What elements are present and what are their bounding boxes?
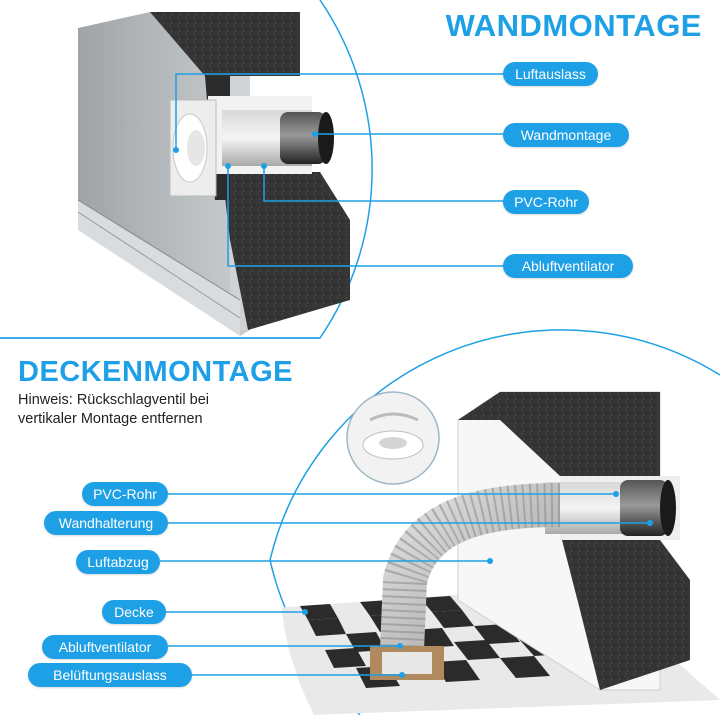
label-pvc-rohr-bottom: PVC-Rohr [82,482,168,506]
foam-lower [222,172,350,330]
wall-mount-scene [0,0,505,339]
hint-line-2: vertikaler Montage entfernen [18,411,203,427]
hint-text: Hinweis: Rückschlagventil bei vertikaler… [18,391,209,429]
label-belueftungsauslass: Belüftungsauslass [28,663,192,687]
wall-mount-title: WANDMONTAGE [445,8,702,43]
foam-top [150,12,300,76]
hint-line-1: Hinweis: Rückschlagventil bei [18,392,209,408]
label-wandmontage: Wandmontage [503,123,629,147]
label-abluftventilator-top: Abluftventilator [503,254,633,278]
label-luftabzug: Luftabzug [76,550,160,574]
label-wandhalterung: Wandhalterung [44,511,168,535]
label-luftauslass: Luftauslass [503,62,598,86]
label-pvc-rohr-top: PVC-Rohr [503,190,589,214]
fan-bottom [620,480,668,536]
inset-detail [346,391,440,485]
fan-top [280,112,326,164]
ceiling-foam-low [562,540,690,690]
label-decke: Decke [102,600,166,624]
section-outline-top [0,0,373,339]
ceiling-mount-scene [160,329,720,715]
label-abluftventilator-bottom: Abluftventilator [42,635,168,659]
ceiling-foam-top [458,392,660,476]
wall-baseboard [78,200,240,336]
ceiling-mount-title: DECKENMONTAGE [18,356,294,388]
